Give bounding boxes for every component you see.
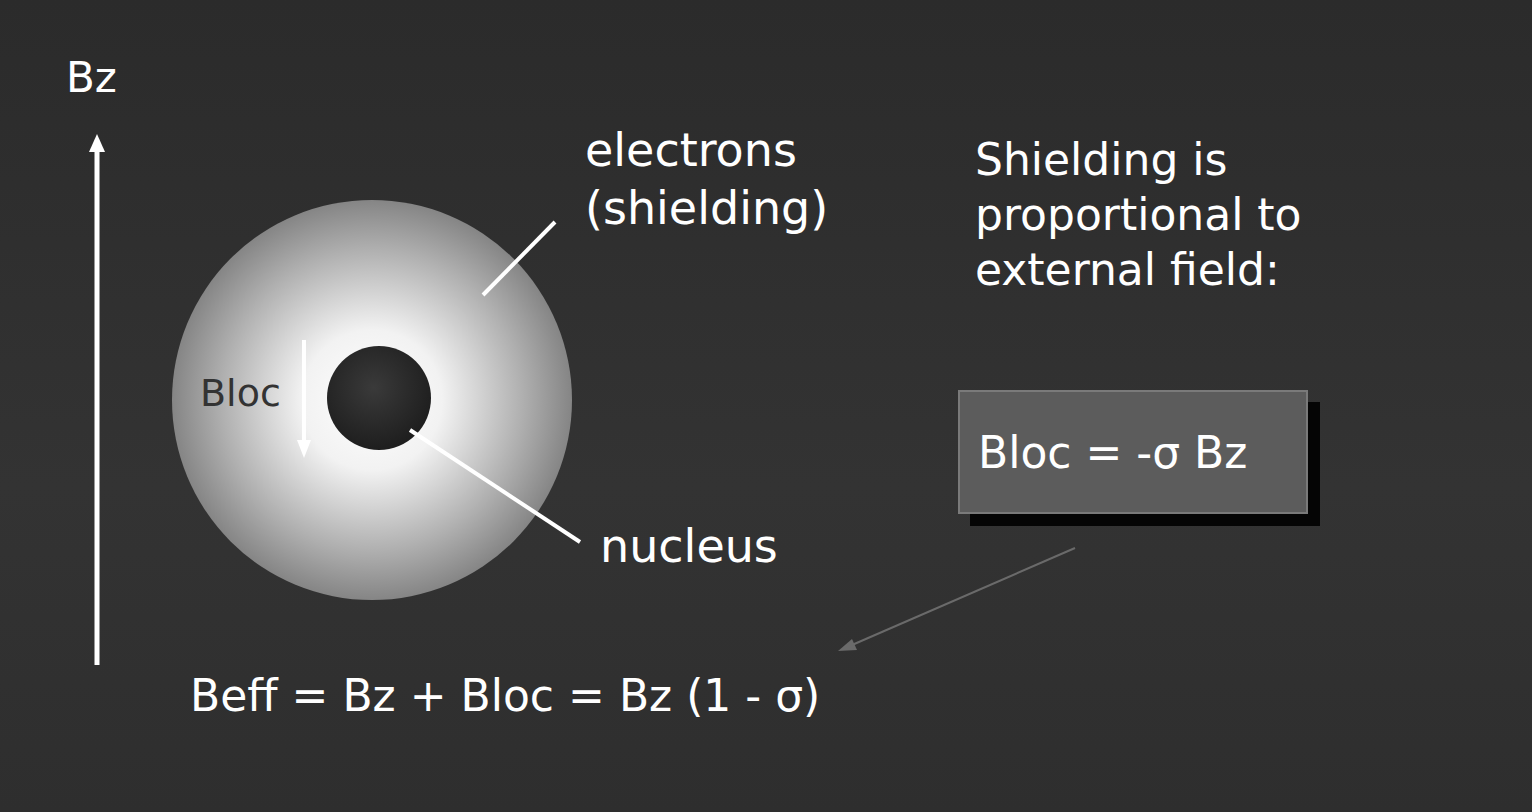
formula-text: Bloc = -σ Bz — [978, 427, 1247, 478]
pointer-arrowhead — [838, 639, 857, 651]
local-field-arrow — [302, 340, 306, 442]
callout-label: electrons (shielding) — [585, 122, 885, 237]
callout-label: nucleus — [600, 518, 778, 576]
note-text: Shielding is proportional to external fi… — [975, 132, 1415, 297]
local-field-arrowhead — [297, 440, 311, 458]
pointer-line — [852, 548, 1075, 645]
leader-line — [410, 430, 580, 542]
leader-line — [483, 222, 555, 295]
formula-box: Bloc = -σ Bz — [958, 390, 1308, 514]
field-arrowhead — [89, 134, 105, 152]
field-arrow — [95, 150, 100, 665]
electron-cloud — [172, 200, 572, 600]
field-label: Bz — [66, 52, 117, 105]
equation-text: Beff = Bz + Bloc = Bz (1 - σ) — [190, 668, 820, 723]
local-field-label: Bloc — [200, 370, 281, 418]
